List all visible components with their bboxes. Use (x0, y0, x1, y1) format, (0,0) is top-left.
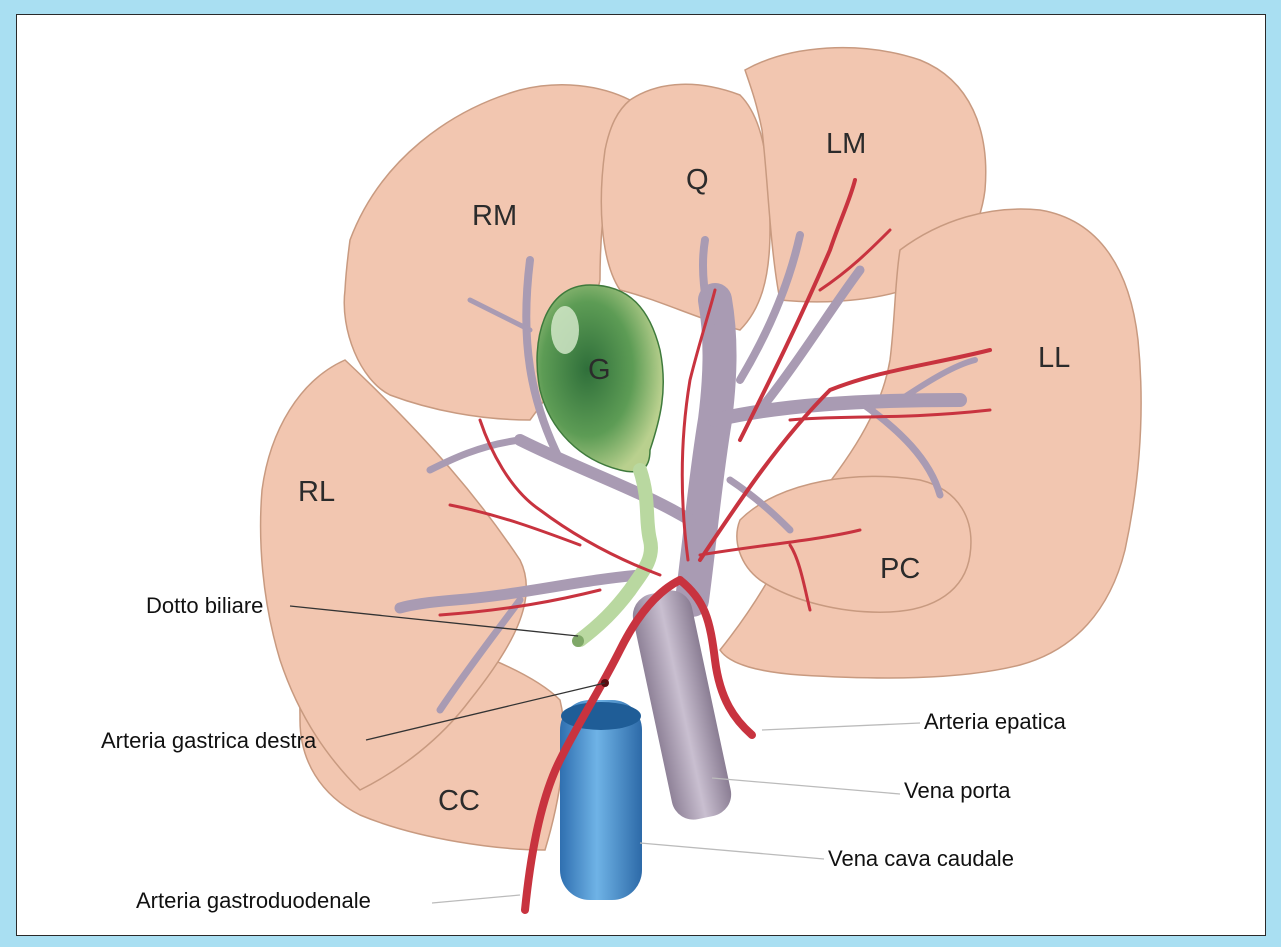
portal-vein-stem (629, 586, 736, 823)
callout-vena-porta: Vena porta (904, 778, 1011, 803)
callout-arteria-gastroduodenale: Arteria gastroduodenale (136, 888, 371, 913)
lobe-label-lm: LM (826, 128, 866, 160)
vena-cava-opening (561, 702, 641, 730)
leader-vena-porta (712, 778, 900, 794)
lobe-label-pc: PC (880, 553, 920, 585)
gallbladder (537, 285, 663, 647)
callout-arteria-gastrica-destra: Arteria gastrica destra (101, 728, 317, 753)
portal-branch-right-sub2 (430, 440, 520, 470)
lobe-label-ll: LL (1038, 342, 1070, 374)
leader-arteria-epatica (762, 723, 920, 730)
lobe-label-rl: RL (298, 476, 335, 508)
lobe-label-rm: RM (472, 200, 517, 232)
leader-arteria-gastroduodenale (432, 895, 520, 903)
gallbladder-highlight (551, 306, 579, 354)
lobe-label-g: G (588, 354, 611, 386)
callout-vena-cava-caudale: Vena cava caudale (828, 846, 1014, 871)
callout-arteria-epatica: Arteria epatica (924, 709, 1067, 734)
bile-duct-opening (572, 635, 584, 647)
callout-dotto-biliare: Dotto biliare (146, 593, 263, 618)
lobe-label-cc: CC (438, 785, 480, 817)
leader-vena-cava-caudale (640, 843, 824, 859)
lobe-label-q: Q (686, 164, 709, 196)
lobe-quadrate (601, 84, 770, 330)
